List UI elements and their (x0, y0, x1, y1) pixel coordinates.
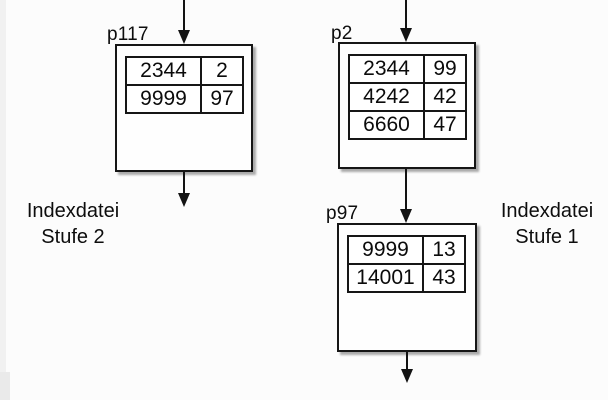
node-label-p117: p117 (107, 24, 149, 45)
index-entry-pointer: 97 (200, 84, 244, 114)
index-page-box-p117: 2344 2 9999 97 (115, 44, 253, 172)
table-row: 6660 47 (348, 110, 467, 140)
index-entry-key: 14001 (347, 263, 424, 293)
caption-index-level-1: Indexdatei Stufe 1 (479, 198, 608, 250)
index-page-box-p97: 9999 13 14001 43 (337, 223, 477, 352)
arrow-head-icon (400, 28, 412, 42)
table-row: 14001 43 (347, 263, 466, 293)
caption-line: Indexdatei (500, 200, 594, 222)
caption-line: Indexdatei (26, 200, 120, 222)
index-entry-key: 4242 (348, 82, 425, 112)
index-entry-key: 9999 (347, 235, 424, 265)
table-row: 2344 99 (348, 54, 467, 84)
caption-line: Stufe 2 (41, 226, 105, 248)
arrow-line (406, 352, 408, 369)
index-entries-table: 9999 13 14001 43 (347, 235, 466, 293)
index-entries-table: 2344 2 9999 97 (125, 56, 244, 114)
page-edge-strip (0, 0, 6, 400)
table-row: 2344 2 (125, 56, 244, 86)
index-entry-key: 9999 (125, 84, 202, 114)
index-entry-key: 2344 (125, 56, 202, 86)
arrow-line (183, 0, 185, 30)
page-edge-strip-bottom (0, 372, 10, 400)
index-entry-key: 2344 (348, 54, 425, 84)
index-entry-pointer: 99 (423, 54, 467, 84)
caption-line: Stufe 1 (515, 226, 579, 248)
table-row: 9999 13 (347, 235, 466, 265)
arrow-line (183, 172, 185, 193)
index-page-box-p2: 2344 99 4242 42 6660 47 (338, 42, 476, 169)
index-entry-pointer: 42 (423, 82, 467, 112)
node-label-p97: p97 (326, 203, 359, 224)
arrow-head-icon (178, 30, 190, 44)
arrow-head-icon (400, 209, 412, 223)
table-row: 4242 42 (348, 82, 467, 112)
index-entry-pointer: 13 (422, 235, 466, 265)
node-label-p2: p2 (331, 23, 353, 44)
arrow-head-icon (401, 369, 413, 383)
index-entry-pointer: 47 (423, 110, 467, 140)
caption-index-level-2: Indexdatei Stufe 2 (5, 198, 141, 250)
arrow-head-icon (178, 193, 190, 207)
arrow-line (405, 0, 407, 28)
arrow-line (405, 169, 407, 209)
index-entry-pointer: 43 (422, 263, 466, 293)
index-entry-pointer: 2 (200, 56, 244, 86)
table-row: 9999 97 (125, 84, 244, 114)
index-entry-key: 6660 (348, 110, 425, 140)
index-entries-table: 2344 99 4242 42 6660 47 (348, 54, 467, 140)
